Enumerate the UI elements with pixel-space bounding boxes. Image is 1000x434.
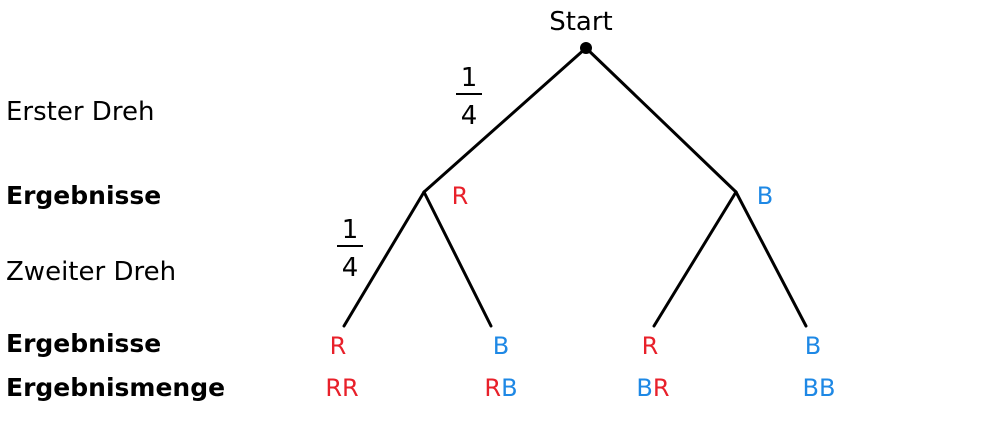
outcome-br-first: B: [636, 374, 652, 402]
outcome-bb-first: B: [803, 374, 819, 402]
probability-first-numerator: 1: [461, 63, 478, 93]
level2-node-bb: B: [805, 332, 821, 360]
outcome-rb-first: R: [484, 374, 501, 402]
probability-second-numerator: 1: [342, 215, 359, 245]
outcome-bb: BB: [803, 374, 836, 402]
level1-node-r: R: [452, 182, 469, 210]
outcome-rr: RR: [325, 374, 358, 402]
edge-r-to-rb: [422, 190, 493, 328]
outcome-rb-second: B: [501, 374, 517, 402]
outcome-rr-second: R: [342, 374, 359, 402]
outcome-rr-first: R: [325, 374, 342, 402]
level2-node-rr: R: [330, 332, 347, 360]
probability-first-denominator: 4: [461, 101, 478, 131]
outcome-br: BR: [636, 374, 669, 402]
edge-b-to-br: [652, 190, 738, 328]
edge-b-to-bb: [734, 190, 808, 328]
outcome-br-second: R: [653, 374, 670, 402]
outcome-bb-second: B: [819, 374, 835, 402]
edge-start-to-r: [422, 46, 588, 194]
row-label-outcome-set: Ergebnismenge: [6, 373, 225, 402]
level1-node-b: B: [757, 182, 773, 210]
outcome-rb: RB: [484, 374, 517, 402]
edge-start-to-b: [584, 46, 738, 194]
row-label-second-spin: Zweiter Dreh: [6, 257, 176, 287]
level2-node-br: R: [642, 332, 659, 360]
level2-node-rb: B: [493, 332, 509, 360]
row-label-results-1: Ergebnisse: [6, 181, 161, 210]
row-label-results-2: Ergebnisse: [6, 329, 161, 358]
edge-r-to-rr: [342, 190, 426, 328]
root-label: Start: [549, 7, 613, 37]
probability-second-denominator: 4: [342, 253, 359, 283]
probability-first-branch: 1 4: [456, 63, 482, 131]
row-label-first-spin: Erster Dreh: [6, 97, 154, 127]
probability-second-branch: 1 4: [337, 215, 363, 283]
